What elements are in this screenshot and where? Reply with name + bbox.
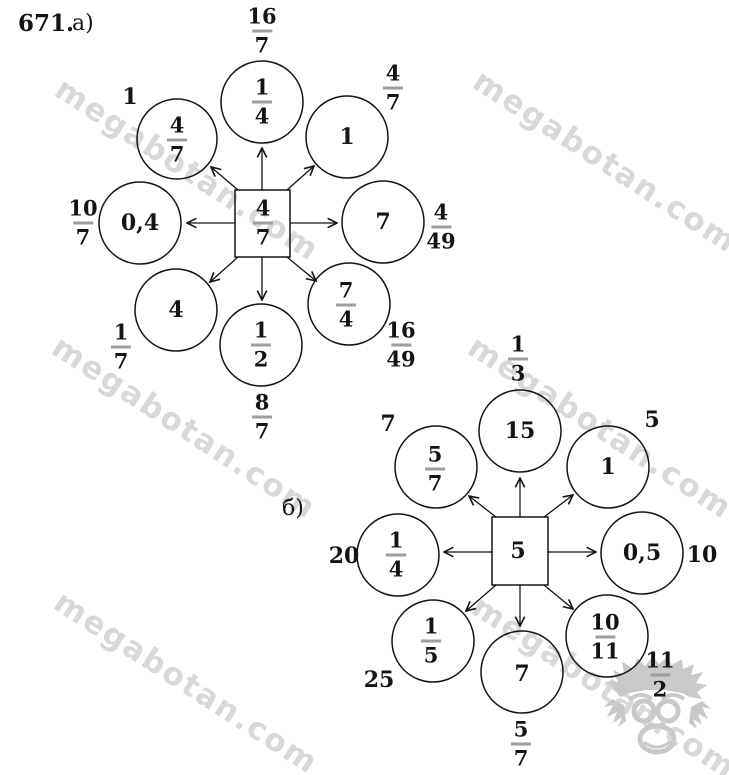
a-right-circle-value: 7 xyxy=(375,209,391,235)
monkey-face xyxy=(628,693,686,755)
b-right-outer-label: 10 xyxy=(686,542,718,568)
diagram-b-shapes xyxy=(356,389,684,714)
b-left-circle-value: 1 4 xyxy=(386,530,406,580)
a-bottom-circle xyxy=(219,303,303,387)
a-right-circle xyxy=(341,180,425,264)
part-a-label: а) xyxy=(72,11,94,36)
b-top-left-outer-label: 7 xyxy=(380,411,396,437)
a-bottom-outer-label: 8 7 xyxy=(252,392,272,442)
a-left-circle xyxy=(98,181,182,265)
a-bottom-right-circle xyxy=(307,262,391,346)
a-top-outer-label: 16 7 xyxy=(247,3,277,58)
b-bottom-left-circle xyxy=(391,599,475,683)
megabotan-monkey-logo xyxy=(604,656,711,755)
a-arrow-up-left xyxy=(211,167,239,191)
a-bottom-right-circle-value: 7 4 xyxy=(336,280,356,330)
diagram-a-arrows xyxy=(187,148,337,300)
fraction-bar xyxy=(251,343,271,347)
a-center-square-value: 4 7 xyxy=(253,198,273,248)
b-bottom-left-outer-label: 25 xyxy=(363,667,395,693)
fraction-bar xyxy=(594,635,615,639)
a-top-right-circle-value: 1 xyxy=(339,124,355,150)
fraction-bar xyxy=(390,343,411,347)
fraction-bar xyxy=(72,221,93,225)
b-bottom-right-circle-value: 10 11 xyxy=(590,609,620,664)
fraction-bar xyxy=(508,357,528,361)
b-top-left-circle xyxy=(394,425,478,509)
a-bottom-left-circle xyxy=(134,268,218,352)
b-right-circle-value: 0,5 xyxy=(622,540,662,566)
b-bottom-right-outer-label: 11 2 xyxy=(645,647,675,702)
b-bottom-circle xyxy=(480,630,564,714)
fraction-bar xyxy=(336,303,356,307)
fraction-bar xyxy=(511,742,531,746)
a-top-circle-value: 1 4 xyxy=(252,77,272,127)
b-arrow-up-left xyxy=(469,496,497,518)
diagram-b-arrows xyxy=(444,478,596,626)
a-bottom-circle-value: 1 2 xyxy=(251,320,271,370)
a-bottom-right-outer-label: 16 49 xyxy=(386,317,416,372)
b-bottom-left-circle-value: 1 5 xyxy=(421,616,441,666)
fraction-bar xyxy=(253,221,273,225)
diagram-a-shapes xyxy=(98,60,425,387)
b-top-right-circle-value: 1 xyxy=(600,454,616,480)
fraction-bar xyxy=(430,225,451,229)
a-top-circle xyxy=(220,60,304,144)
b-top-right-outer-label: 5 xyxy=(644,407,660,433)
a-top-right-outer-label: 4 7 xyxy=(383,63,403,113)
b-bottom-outer-label: 5 7 xyxy=(511,719,531,769)
a-left-outer-label: 10 7 xyxy=(68,195,98,250)
a-arrow-down-left xyxy=(210,256,239,282)
fraction-bar xyxy=(386,553,406,557)
problem-number: 671. xyxy=(18,10,75,37)
a-top-left-outer-label: 1 xyxy=(122,84,138,110)
a-top-left-circle xyxy=(136,98,218,180)
b-arrow-down-right xyxy=(543,584,573,609)
a-bottom-left-outer-label: 1 7 xyxy=(111,322,131,372)
a-arrow-down-right xyxy=(286,256,316,281)
b-bottom-right-circle xyxy=(565,594,649,678)
b-top-outer-label: 1 3 xyxy=(508,334,528,384)
a-bottom-left-circle-value: 4 xyxy=(168,297,184,323)
a-top-right-circle xyxy=(305,95,389,179)
b-top-right-circle xyxy=(566,425,650,509)
b-bottom-circle-value: 7 xyxy=(514,661,530,687)
part-b-label: б) xyxy=(282,496,304,521)
b-left-circle xyxy=(356,513,440,597)
b-top-circle-value: 15 xyxy=(504,418,536,444)
a-top-left-circle-value: 4 7 xyxy=(167,115,187,165)
b-arrow-up-right xyxy=(543,495,573,518)
b-arrow-down-left xyxy=(466,584,497,611)
fraction-bar xyxy=(421,639,441,643)
fraction-bar xyxy=(252,100,272,104)
a-right-outer-label: 4 49 xyxy=(426,199,456,254)
fraction-bar xyxy=(251,29,272,33)
fraction-bar xyxy=(167,138,187,142)
b-right-circle xyxy=(600,511,684,595)
fraction-bar xyxy=(649,673,670,677)
fraction-bar xyxy=(383,86,403,90)
fraction-bar xyxy=(425,467,445,471)
fraction-bar xyxy=(252,415,272,419)
a-arrow-up-right xyxy=(286,166,314,191)
b-top-left-circle-value: 5 7 xyxy=(425,444,445,494)
fraction-bar xyxy=(111,345,131,349)
b-left-outer-label: 20 xyxy=(328,543,360,569)
b-top-circle xyxy=(478,389,562,473)
a-left-circle-value: 0,4 xyxy=(120,210,160,236)
b-center-square-value: 5 xyxy=(510,538,526,564)
